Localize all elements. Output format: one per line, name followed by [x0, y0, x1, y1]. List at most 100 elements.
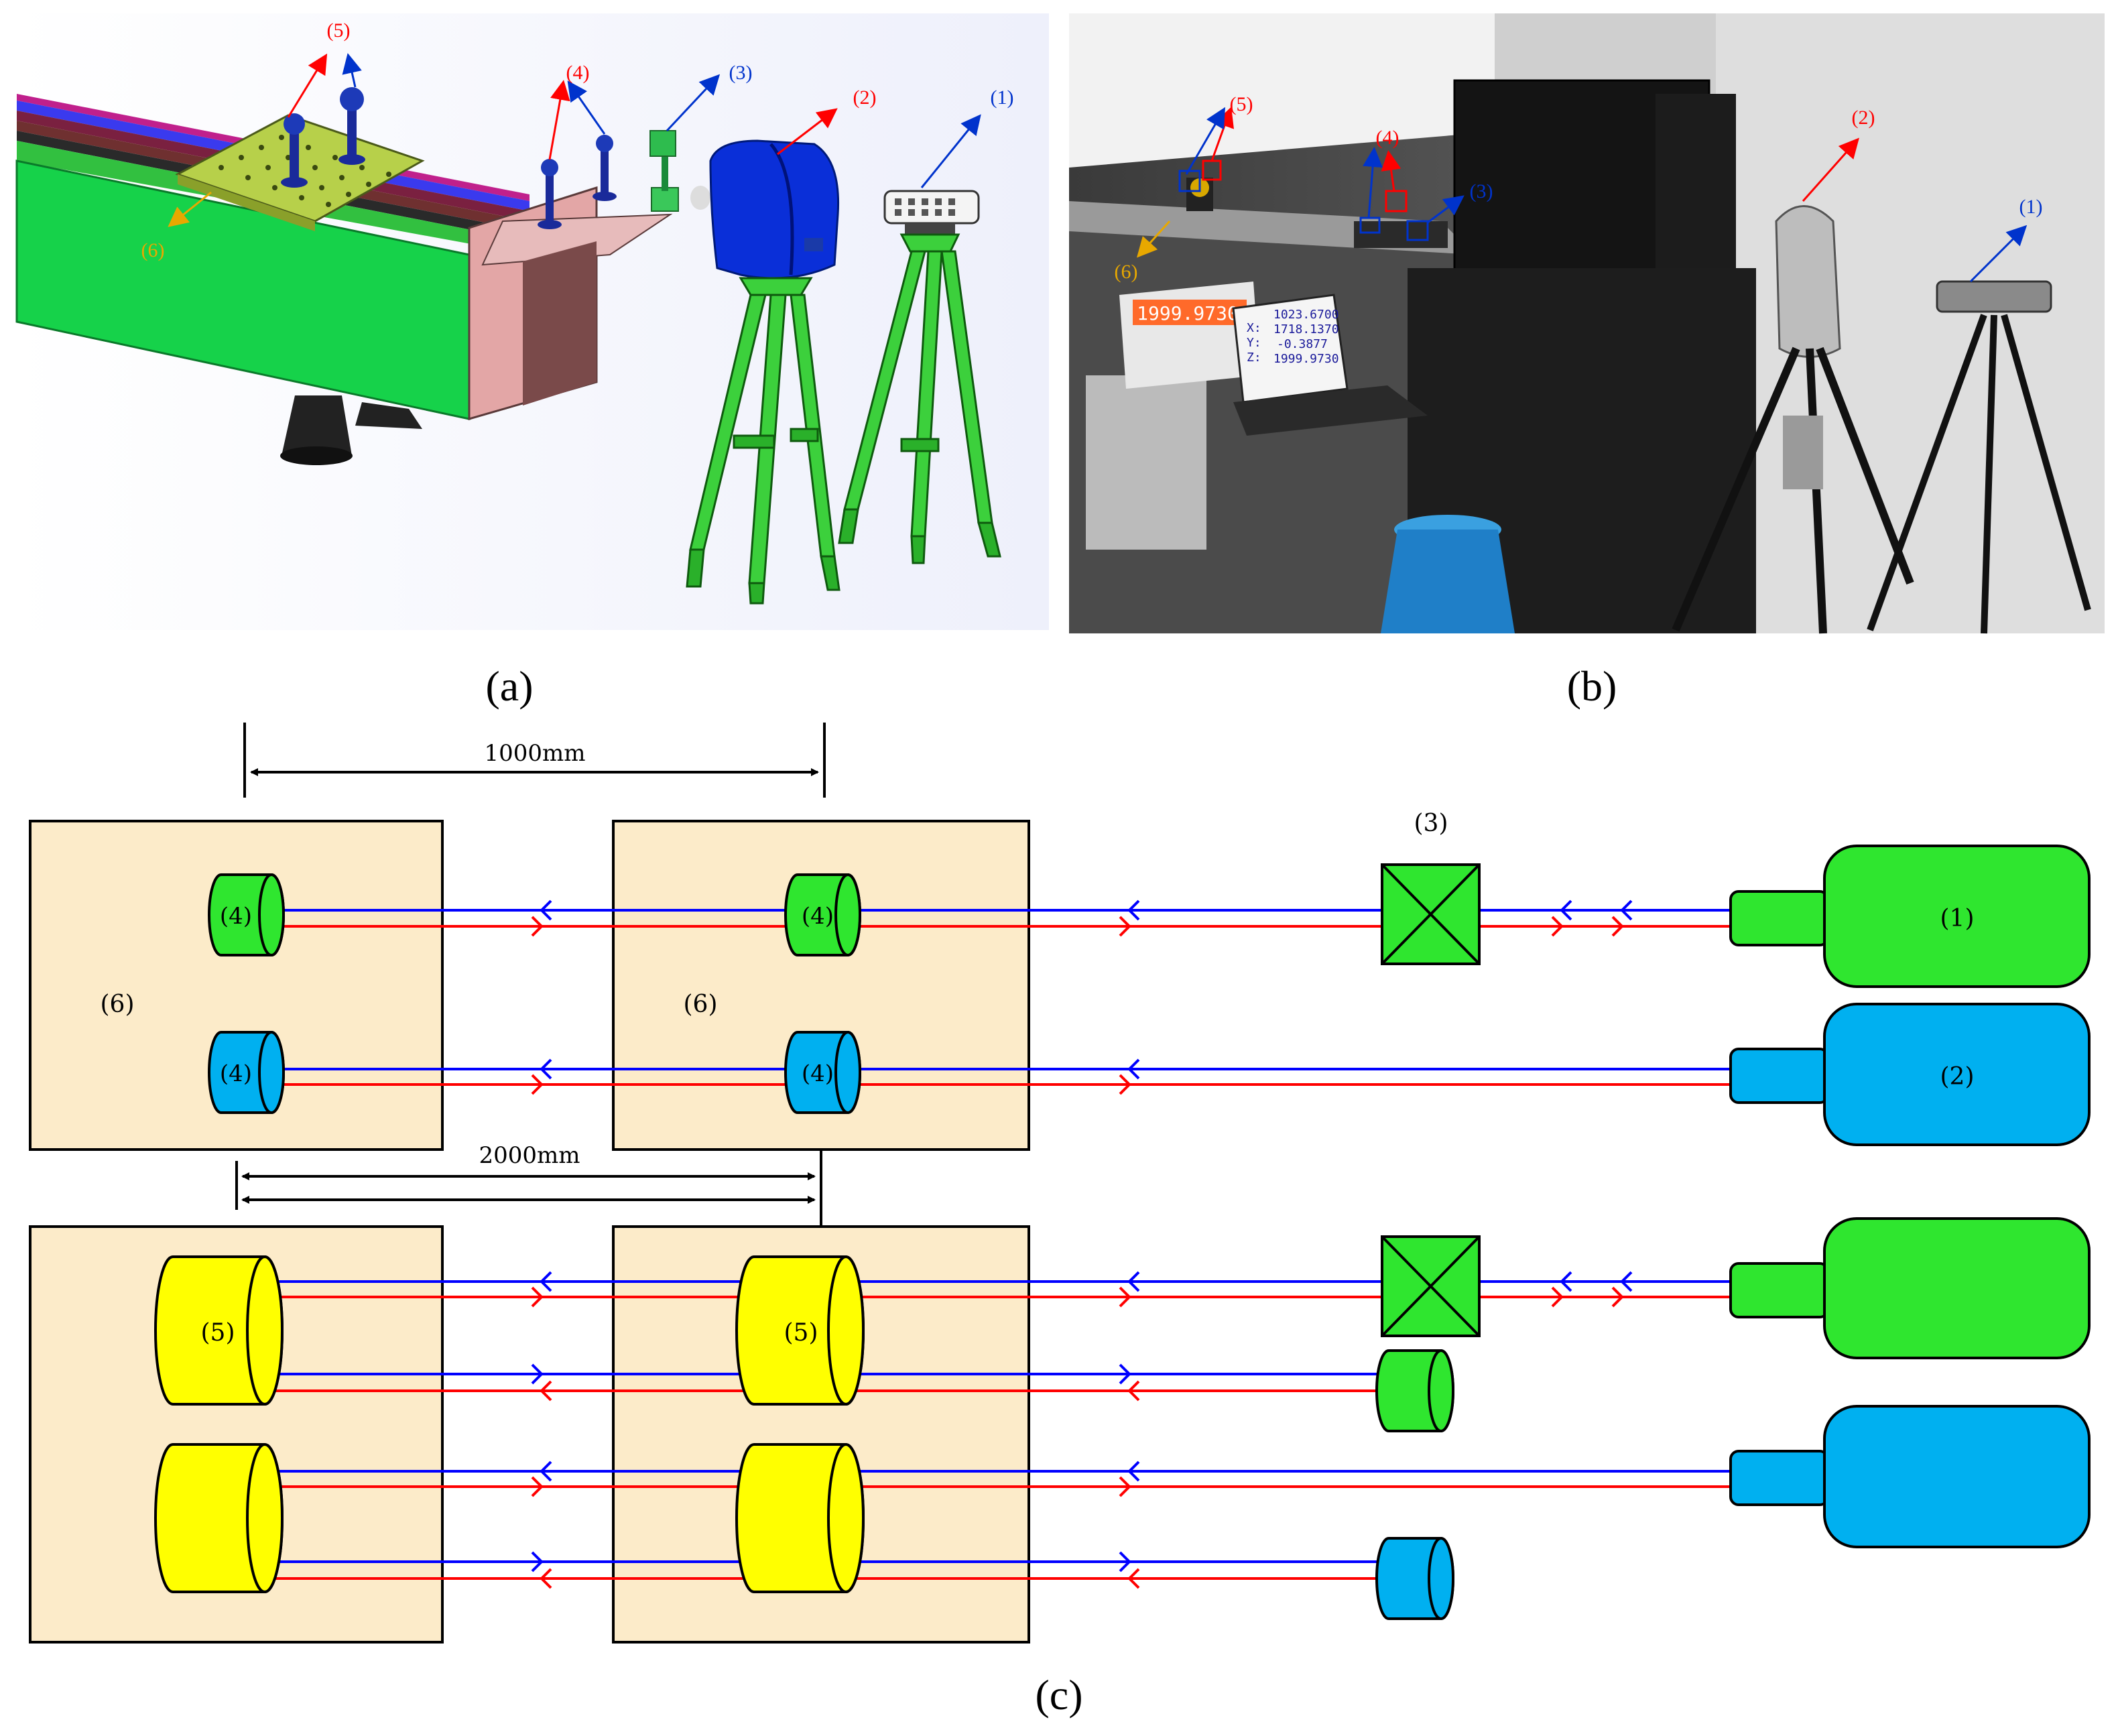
beam-direction-right	[531, 1286, 544, 1308]
tracker-1-mount	[905, 223, 955, 235]
callout-box-3	[1406, 220, 1429, 241]
laptop-1-readout: 1999.9730	[1137, 302, 1239, 324]
beam-splitter-upper	[1381, 863, 1481, 965]
callout-arrow-5b	[342, 53, 362, 88]
callout-arrow-2	[777, 108, 838, 156]
beam-direction-left	[540, 1058, 552, 1080]
rail-foot-base	[280, 446, 353, 465]
photo-tripod-1	[1867, 314, 2091, 634]
retro-green-lower	[1375, 1349, 1454, 1432]
photo-tracker-2	[1775, 205, 1841, 358]
svg-text:1718.1370: 1718.1370	[1273, 322, 1339, 336]
panel-c: 1000mm (6) (6) 2000mm (4) (4) (4)	[29, 723, 2091, 1719]
tracker-2-label: (2)	[1940, 1063, 1975, 1091]
tracker-2-plate	[804, 238, 823, 251]
photo-tracker-1	[1936, 280, 2052, 313]
callout-arrow-1	[920, 114, 981, 188]
beam-direction-right	[531, 916, 544, 937]
stool-body	[1381, 530, 1515, 633]
retro-blue-left: (4)	[208, 1031, 285, 1114]
photo-arrow-4b	[1363, 147, 1383, 219]
tracker-1-upper: (1)	[1729, 845, 2091, 988]
tracker-1-label: (1)	[1940, 905, 1975, 932]
bench-optics	[1354, 221, 1448, 248]
svg-text:Z:: Z:	[1247, 351, 1261, 365]
callout-box-5b	[1178, 170, 1201, 192]
end-plate	[481, 213, 673, 266]
beam-direction-right	[531, 1476, 544, 1497]
photo-arrow-3	[1427, 195, 1465, 224]
dim-top-label: 1000mm	[484, 740, 585, 767]
beam-direction-left	[1127, 1461, 1140, 1482]
photo-arrow-6	[1136, 220, 1171, 258]
laptop-2-keyboard	[1233, 385, 1428, 436]
end-block-shadow	[523, 241, 597, 406]
panel-b: 1999.9730 1023.6700 1718.1370 -0.3877 19…	[1069, 13, 2105, 710]
retro-base	[538, 220, 562, 229]
retro-blue-right: (4)	[784, 1031, 861, 1114]
beam-splitter-label: (3)	[1414, 810, 1448, 837]
beam-direction-left	[1560, 1271, 1572, 1292]
cabinet	[1086, 375, 1206, 550]
retro-post	[601, 146, 609, 196]
beam-splitter-post	[662, 144, 668, 191]
mirror-base	[338, 154, 365, 165]
tracker-1-lower	[1729, 1217, 2091, 1359]
beam-direction-left	[1127, 1058, 1140, 1080]
beam-direction-left	[540, 1271, 552, 1292]
label-a-1: (1)	[991, 86, 1014, 109]
beam-direction-right	[531, 1363, 544, 1385]
panel-a: (5) (4) (3) (2) (1) (6) (a)	[13, 13, 1049, 710]
beam-direction-right	[1119, 1551, 1131, 1572]
beam-direction-left	[1560, 900, 1572, 921]
retro-label: (4)	[220, 1060, 252, 1087]
beam-direction-left	[1620, 1271, 1633, 1292]
retro-green-right: (4)	[784, 873, 861, 956]
photo-arrow-4a	[1381, 150, 1401, 192]
beam-direction-left	[1127, 900, 1140, 921]
beam-direction-right	[531, 1551, 544, 1572]
svg-text:1023.6700: 1023.6700	[1273, 308, 1339, 322]
label-b-6: (6)	[1115, 261, 1138, 283]
label-a-2: (2)	[853, 86, 877, 109]
beam-direction-left	[1127, 1380, 1140, 1402]
laptop-2-screen	[1232, 294, 1349, 404]
label-b-4: (4)	[1376, 127, 1399, 149]
mirror-lower-left	[154, 1443, 284, 1593]
beam-direction-right	[1119, 1476, 1131, 1497]
photo-tripod-2	[1672, 347, 1914, 634]
beam-direction-left	[1127, 1271, 1140, 1292]
retro-green-left: (4)	[208, 873, 285, 956]
mirror-label: (5)	[201, 1319, 235, 1347]
beam-direction-left	[540, 1568, 552, 1589]
beam-direction-right	[1119, 1074, 1131, 1095]
beam-direction-left	[540, 1380, 552, 1402]
beam-direction-left	[1127, 1568, 1140, 1589]
wall-right	[1716, 13, 2105, 633]
beam-direction-left	[1620, 900, 1633, 921]
mirror-base	[281, 177, 308, 188]
retro-label: (4)	[802, 1060, 834, 1087]
tripod-1	[838, 233, 1001, 564]
label-b-5: (5)	[1230, 93, 1253, 115]
mirror-post	[290, 127, 299, 181]
retro-head	[541, 159, 558, 176]
dim-mid-label: 2000mm	[479, 1142, 580, 1169]
tracker-2-upper: (2)	[1729, 1003, 2091, 1146]
label-b-3: (3)	[1470, 180, 1493, 202]
tracker-lens	[690, 186, 710, 210]
tracker-1-vents	[895, 198, 955, 216]
callout-arrow-4b	[567, 80, 606, 135]
callout-box-4a	[1385, 190, 1408, 212]
caption-c: (c)	[1035, 1671, 1082, 1719]
tripod-2	[686, 277, 840, 605]
photo-arrow-5a	[1210, 107, 1234, 162]
rail-foot	[282, 395, 352, 456]
beam-direction-right	[1119, 916, 1131, 937]
label-b-1: (1)	[2019, 196, 2043, 218]
svg-text:-0.3877: -0.3877	[1277, 337, 1328, 351]
label-a-3: (3)	[729, 62, 753, 84]
retro-base	[593, 192, 617, 201]
mirror-upper-right: (5)	[735, 1255, 865, 1406]
